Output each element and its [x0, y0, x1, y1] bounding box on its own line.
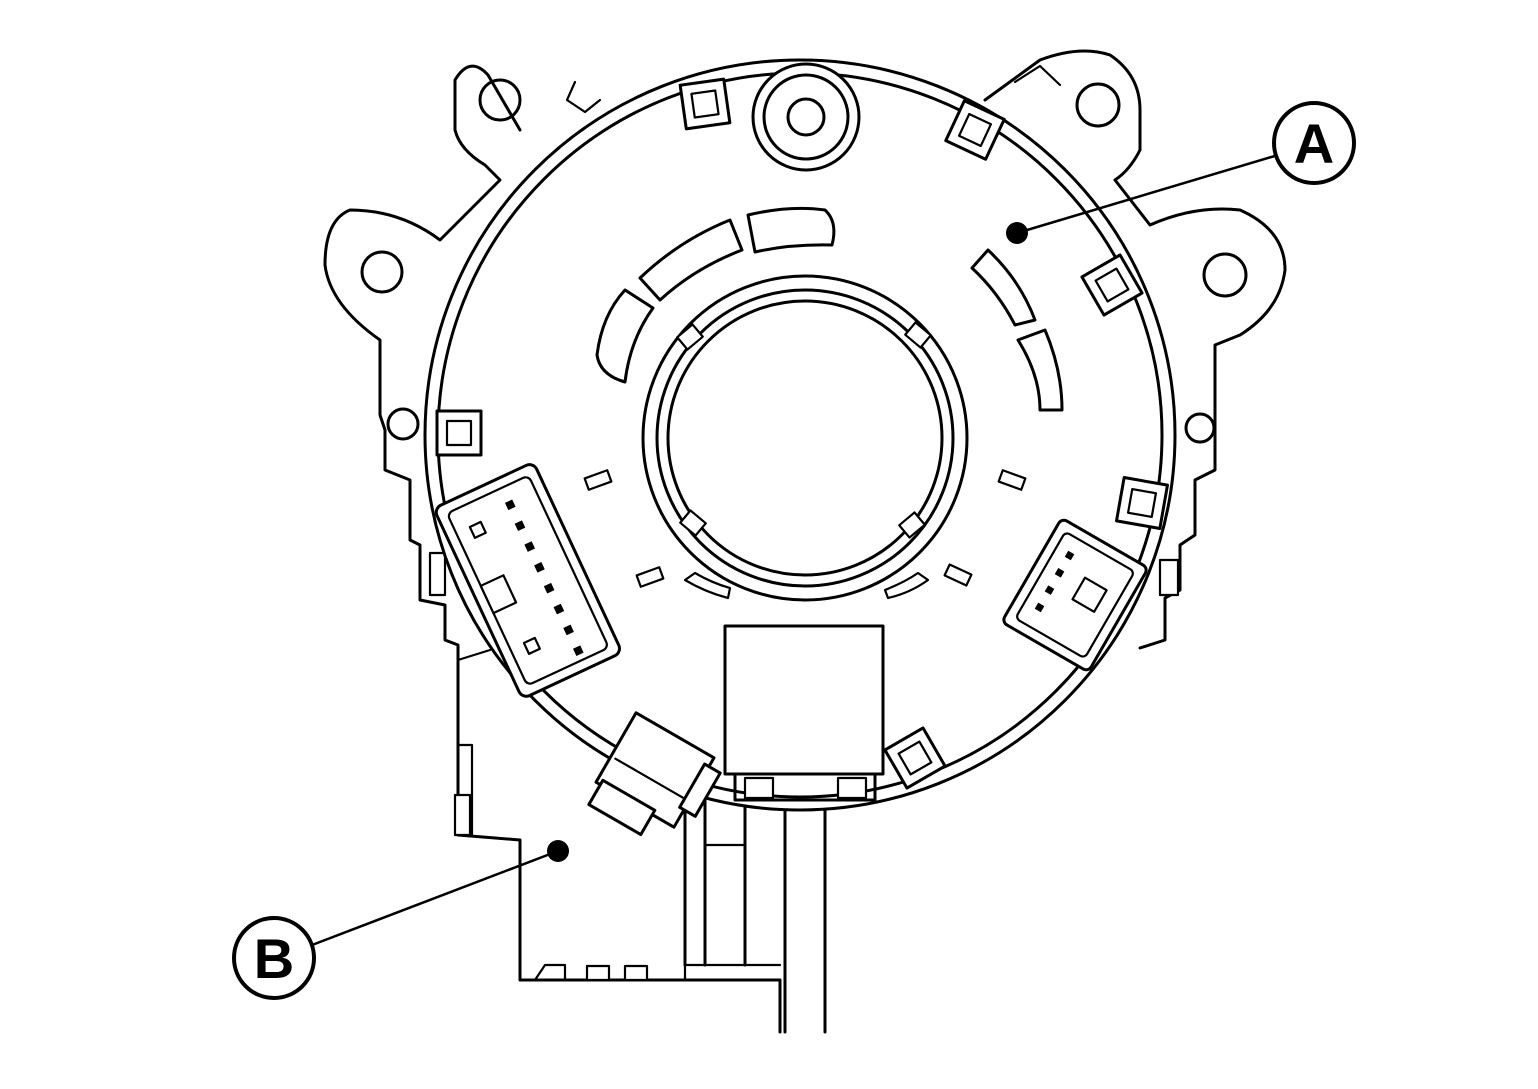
callout-b-label: B	[254, 927, 294, 990]
inner-hub	[583, 274, 1027, 602]
right-connector	[1002, 518, 1148, 672]
spiral-cable-body	[423, 58, 1177, 837]
base-plate	[323, 49, 1287, 1034]
callout-a-label: A	[1294, 112, 1334, 175]
callout-b: B	[232, 840, 569, 1000]
rim-clips	[435, 77, 1169, 790]
callout-b-leader	[311, 849, 559, 947]
callout-b-circle	[232, 916, 316, 1000]
bottom-housing	[723, 624, 885, 802]
left-connector	[434, 463, 621, 698]
callout-a-leader	[1016, 153, 1279, 235]
harness-cables	[683, 788, 827, 1034]
callout-a-circle	[1272, 101, 1356, 185]
callout-a: A	[1006, 101, 1356, 244]
lower-left-plug	[587, 711, 722, 837]
top-boss	[751, 62, 861, 172]
arc-slots	[595, 206, 1064, 412]
